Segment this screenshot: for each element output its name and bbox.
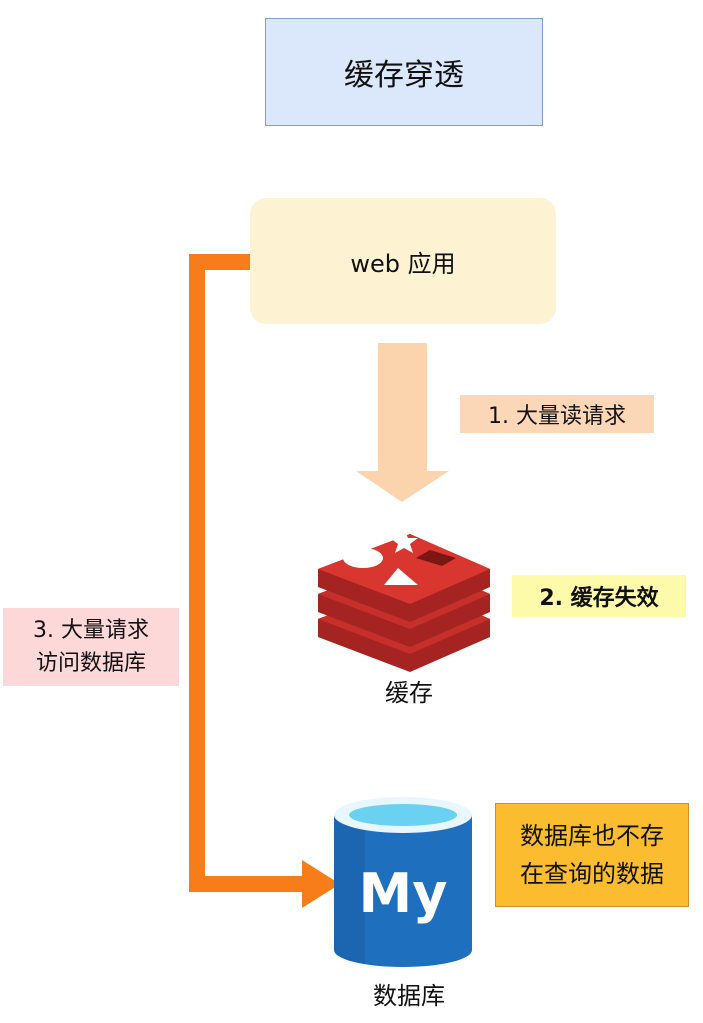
diagram-title: 缓存穿透	[265, 18, 543, 126]
database-label: 数据库	[373, 982, 445, 1010]
data-missing-note-line1: 数据库也不存	[520, 822, 664, 850]
web-app-label: web 应用	[350, 249, 456, 278]
data-missing-note-line2: 在查询的数据	[520, 860, 664, 888]
read-request-label: 1. 大量读请求	[460, 395, 654, 433]
db-access-label: 3. 大量请求 访问数据库	[3, 608, 179, 686]
cache-label: 缓存	[385, 679, 433, 707]
cache-invalid-label: 2. 缓存失效	[512, 575, 686, 617]
mysql-icon: My	[334, 797, 472, 967]
db-access-label-line1: 3. 大量请求	[33, 618, 149, 643]
web-app-box: web 应用	[250, 198, 556, 324]
db-access-arrow	[189, 254, 340, 908]
read-request-arrow	[356, 343, 449, 502]
db-access-label-line2: 访问数据库	[35, 651, 146, 676]
mysql-logo-text: My	[359, 862, 448, 925]
data-missing-note: 数据库也不存 在查询的数据	[495, 803, 689, 907]
redis-icon	[318, 529, 490, 672]
